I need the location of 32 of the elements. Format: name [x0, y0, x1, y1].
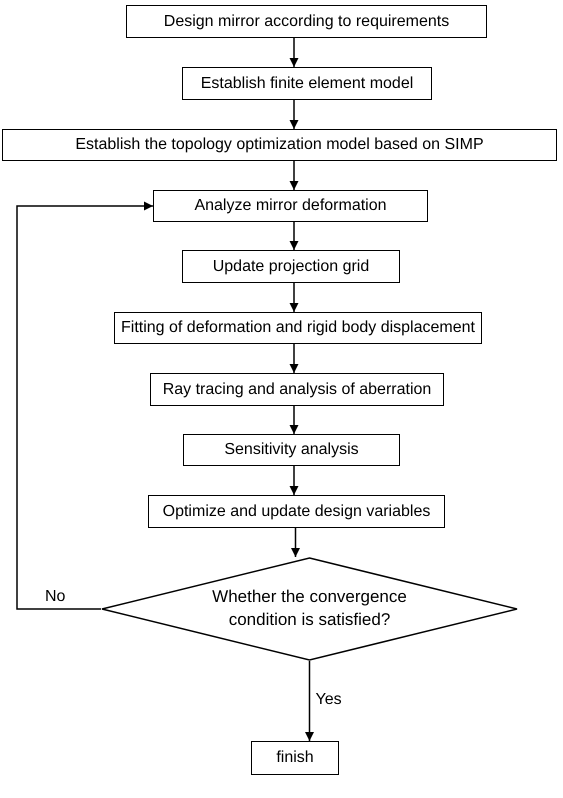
step-label: Optimize and update design variables — [162, 502, 430, 522]
step-label: Ray tracing and analysis of aberration — [162, 380, 432, 400]
arrow — [290, 161, 298, 190]
arrow — [290, 38, 298, 67]
decision-question: Whether the convergence condition is satisfied? — [211, 586, 408, 631]
process-box — [114, 312, 482, 344]
arrow — [290, 406, 298, 434]
process-box — [150, 373, 444, 406]
step-label: Establish the topology optimization model based on SIMP — [75, 135, 484, 155]
arrow — [290, 466, 298, 495]
process-box — [251, 741, 339, 775]
step-label: Design mirror according to requirements — [164, 12, 450, 32]
arrow — [305, 661, 314, 741]
step-label: Analyze mirror deformation — [194, 196, 387, 216]
process-box — [182, 250, 400, 283]
process-box — [183, 434, 400, 466]
step-label: Sensitivity analysis — [224, 440, 359, 460]
step-label: Update projection grid — [212, 256, 370, 276]
arrow — [290, 222, 298, 250]
process-box — [153, 190, 428, 222]
arrow — [16, 202, 153, 610]
arrow — [290, 100, 298, 129]
step-label: Fitting of deformation and rigid body displacement — [121, 318, 475, 338]
arrow — [290, 283, 298, 312]
step-label: Establish finite element model — [200, 74, 414, 94]
process-box — [148, 495, 445, 528]
process-box — [126, 5, 487, 38]
process-box — [2, 129, 557, 161]
process-box — [182, 67, 432, 100]
arrow — [291, 528, 300, 557]
arrow — [290, 344, 298, 373]
step-label: finish — [276, 748, 314, 768]
